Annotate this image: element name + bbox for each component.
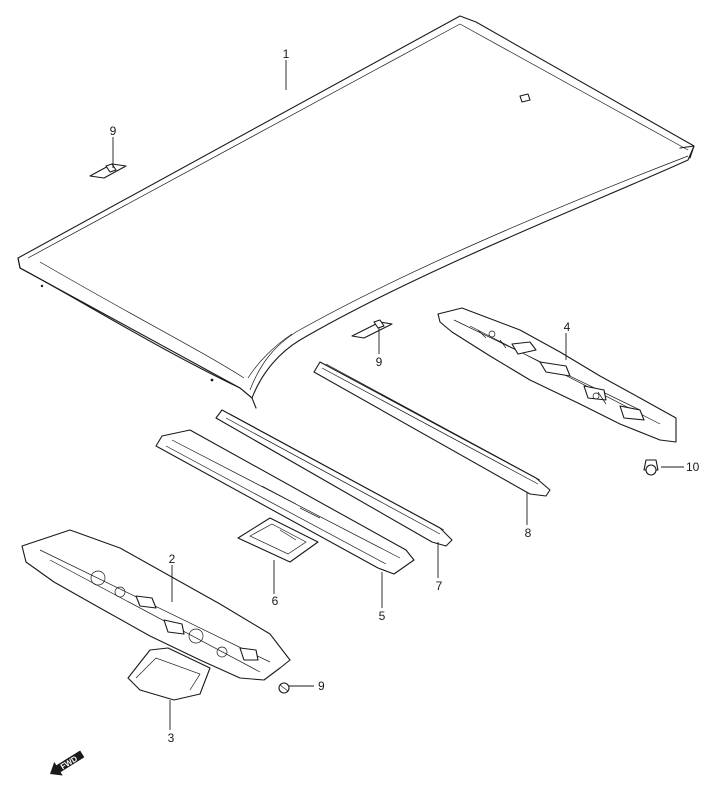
clip-upper	[89, 163, 127, 179]
bolt-rear	[643, 459, 659, 476]
callout-labels: 1 2 3 4 5 6 7 8 9 9 9 10	[110, 47, 700, 745]
callout-4: 4	[564, 320, 571, 334]
callout-1: 1	[283, 47, 290, 61]
callout-9-upper: 9	[110, 124, 117, 138]
screw-front	[278, 682, 290, 694]
callout-9-middle: 9	[376, 355, 383, 369]
callout-5: 5	[379, 609, 386, 623]
callout-6: 6	[272, 594, 279, 608]
clip-middle	[351, 319, 393, 339]
callout-leaders	[112, 60, 684, 730]
rear-header-panel	[437, 307, 677, 443]
bow-bracket	[237, 517, 319, 563]
callout-2: 2	[169, 552, 176, 566]
roof-bow-7	[215, 409, 453, 547]
callout-10: 10	[686, 460, 700, 474]
callout-9-front: 9	[318, 679, 325, 693]
callout-8: 8	[525, 526, 532, 540]
header-bracket	[127, 647, 211, 701]
roof-bow-8	[313, 361, 551, 497]
front-header-panel	[21, 529, 291, 681]
roof-bow-5	[155, 429, 415, 575]
fwd-badge: FWD	[50, 750, 85, 776]
roof-panel	[17, 15, 695, 409]
fwd-arrow-icon	[50, 750, 85, 776]
callout-3: 3	[168, 731, 175, 745]
callout-7: 7	[436, 579, 443, 593]
